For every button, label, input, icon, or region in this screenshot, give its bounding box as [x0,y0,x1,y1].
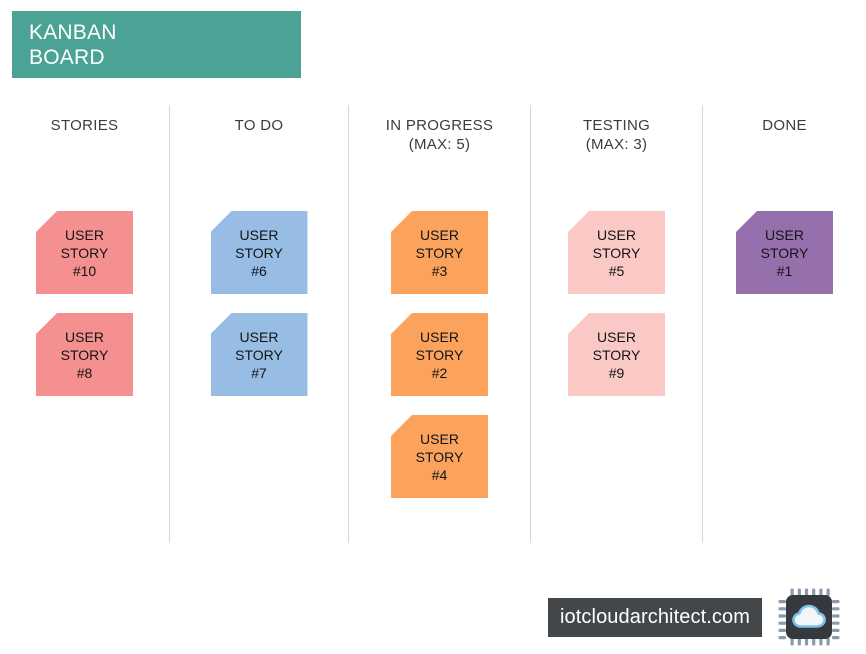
card-line-1: USER [239,226,279,243]
card-user-story-9[interactable]: USER STORY #9 [568,313,665,396]
card-line-2: STORY [60,244,109,261]
column-title-done: DONE [762,117,807,134]
footer-brand: iotcloudarchitect.com [548,588,840,646]
card-id-label: #8 [76,364,93,381]
card-line-2: STORY [592,346,641,363]
column-in-progress[interactable]: IN PROGRESS (MAX: 5) USER STORY #3 USER … [348,105,530,543]
board-title-line-1: KANBAN [29,21,117,44]
card-stack-to-do: USER STORY #6 USER STORY #7 [170,211,348,396]
card-line-1: USER [420,328,459,345]
card-id-label: #2 [431,364,448,381]
card-id-label: #3 [431,262,448,279]
column-to-do[interactable]: TO DO USER STORY #6 USER STORY #7 [169,105,348,543]
card-id-label: #5 [608,262,625,279]
card-line-2: STORY [760,244,809,261]
card-line-1: USER [65,328,104,345]
board-title-line-2: BOARD [29,46,105,69]
card-stack-testing: USER STORY #5 USER STORY #9 [531,211,702,396]
card-id-label: #7 [251,364,267,381]
card-id-label: #1 [776,262,793,279]
card-line-1: USER [765,226,804,243]
column-testing[interactable]: TESTING (MAX: 3) USER STORY #5 USER STOR… [530,105,702,543]
cloud-chip-icon [778,588,840,646]
column-header-to-do: TO DO [170,105,348,135]
column-title-testing: TESTING [582,117,651,134]
card-line-2: STORY [415,346,464,363]
board-title-banner: KANBAN BOARD [12,11,301,78]
card-user-story-2[interactable]: USER STORY #2 [391,313,488,396]
column-wip-limit-in-progress: (MAX: 5) [408,136,471,153]
column-title-in-progress: IN PROGRESS [385,117,494,134]
column-header-done: DONE [703,105,866,135]
card-line-1: USER [239,328,279,345]
brand-url-label[interactable]: iotcloudarchitect.com [548,597,762,637]
column-title-to-do: TO DO [234,117,284,134]
kanban-board: STORIES USER STORY #10 USER STORY #8 TO … [0,105,866,543]
card-line-1: USER [597,328,636,345]
card-id-label: #9 [608,364,625,381]
card-line-2: STORY [415,448,464,465]
card-line-1: USER [420,226,459,243]
card-user-story-3[interactable]: USER STORY #3 [391,211,488,294]
card-line-2: STORY [235,244,283,261]
card-user-story-5[interactable]: USER STORY #5 [568,211,665,294]
card-line-2: STORY [415,244,464,261]
card-user-story-10[interactable]: USER STORY #10 [36,211,133,294]
column-stories[interactable]: STORIES USER STORY #10 USER STORY #8 [0,105,169,543]
column-wip-limit-testing: (MAX: 3) [585,136,648,153]
card-line-2: STORY [60,346,109,363]
card-id-label: #4 [431,466,448,483]
column-header-testing: TESTING (MAX: 3) [531,105,702,154]
card-user-story-7[interactable]: USER STORY #7 [210,313,308,396]
card-user-story-6[interactable]: USER STORY #6 [210,211,308,294]
column-title-stories: STORIES [50,117,119,134]
column-header-in-progress: IN PROGRESS (MAX: 5) [349,105,530,154]
card-user-story-1[interactable]: USER STORY #1 [736,211,833,294]
card-line-1: USER [420,430,459,447]
card-id-label: #10 [72,262,97,279]
card-user-story-4[interactable]: USER STORY #4 [391,415,488,498]
card-line-2: STORY [592,244,641,261]
column-done[interactable]: DONE USER STORY #1 [702,105,866,543]
card-stack-done: USER STORY #1 [703,211,866,294]
card-stack-stories: USER STORY #10 USER STORY #8 [0,211,169,396]
card-stack-in-progress: USER STORY #3 USER STORY #2 USER STORY #… [349,211,530,498]
column-header-stories: STORIES [0,105,169,135]
card-line-2: STORY [235,346,283,363]
card-line-1: USER [597,226,636,243]
card-user-story-8[interactable]: USER STORY #8 [36,313,133,396]
card-id-label: #6 [251,262,267,279]
card-line-1: USER [65,226,104,243]
